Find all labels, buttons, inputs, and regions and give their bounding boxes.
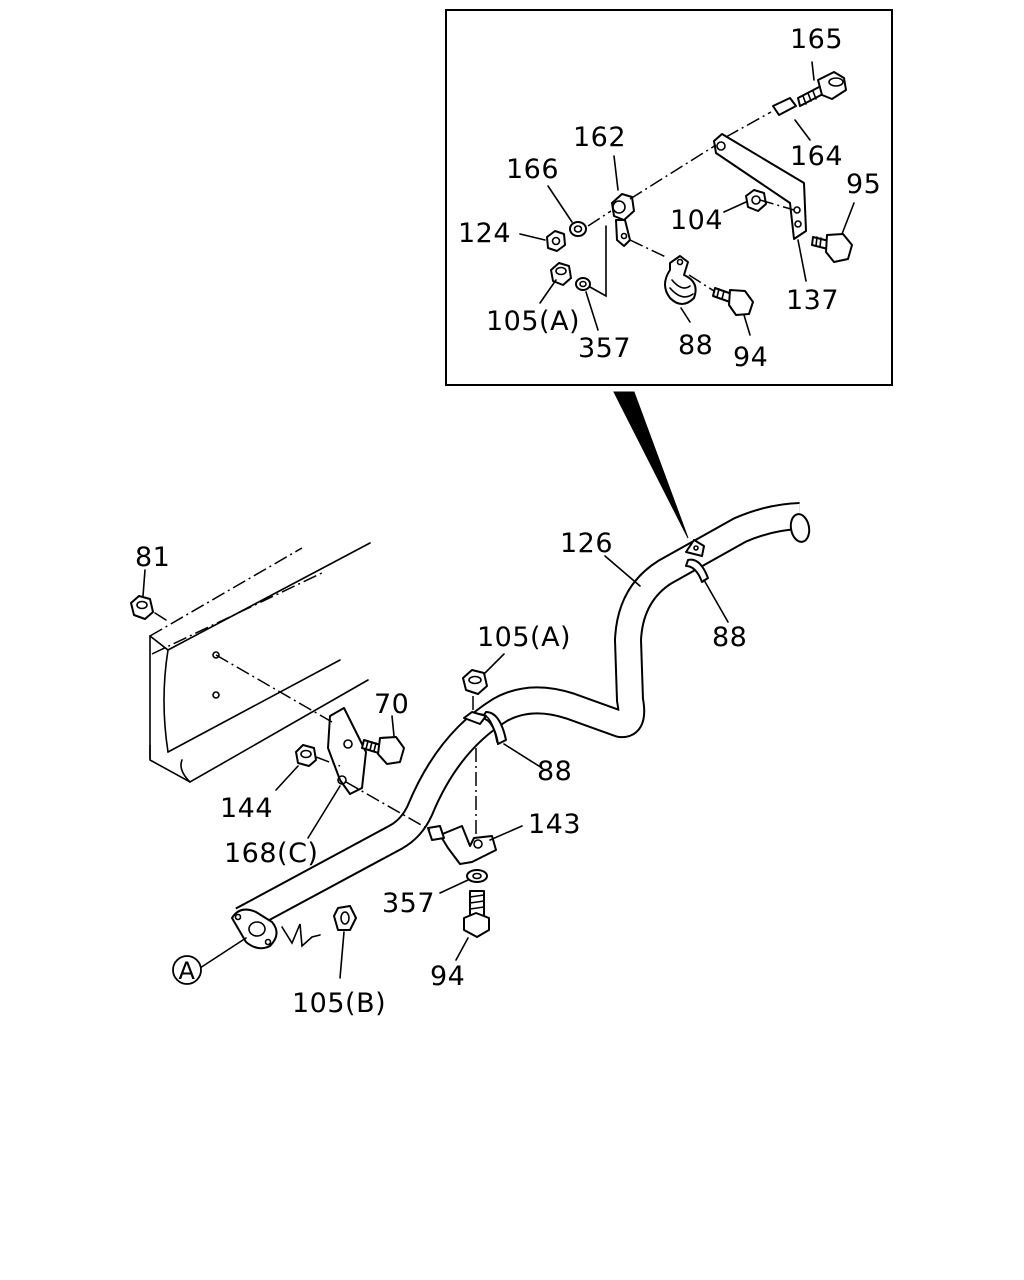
tailpipe-fill xyxy=(236,504,801,931)
washer-357-inset xyxy=(575,277,591,291)
assembly-line xyxy=(215,654,333,723)
bracket-hole xyxy=(716,141,726,151)
bolt-70 xyxy=(361,736,405,765)
bolt-94-inset xyxy=(712,287,754,316)
callout-88-inset: 88 xyxy=(678,330,713,361)
callout-105b: 105(B) xyxy=(292,988,386,1019)
reference-marker-a: A xyxy=(172,955,202,985)
nut-104 xyxy=(745,189,767,212)
frame-hole xyxy=(212,691,220,699)
nut-105b xyxy=(333,905,357,931)
callout-95: 95 xyxy=(846,169,881,200)
tailpipe-outlet xyxy=(789,513,811,543)
washer-166 xyxy=(569,221,587,237)
inset-assembly-line xyxy=(688,274,715,292)
inset-assembly-line xyxy=(587,210,612,227)
tailpipe-126 xyxy=(231,502,811,950)
bracket-hole xyxy=(794,220,802,228)
inset-assembly-line xyxy=(629,239,669,259)
inset-assembly-line xyxy=(629,144,717,200)
bolt-95 xyxy=(811,233,853,263)
callout-124: 124 xyxy=(458,218,511,249)
callout-168c: 168(C) xyxy=(224,838,318,869)
bolt-94 xyxy=(463,890,490,938)
spacer-164 xyxy=(772,97,797,116)
callout-357: 357 xyxy=(382,888,435,919)
inlet-flange xyxy=(231,908,278,950)
frame-rail xyxy=(149,542,371,783)
callout-88-mid: 88 xyxy=(537,756,572,787)
callout-144: 144 xyxy=(220,793,273,824)
frame-hole xyxy=(212,651,220,659)
bolt-165 xyxy=(797,71,847,107)
callout-166: 166 xyxy=(506,154,559,185)
inset-assembly-line xyxy=(725,111,772,138)
callout-94-inset: 94 xyxy=(733,342,768,373)
callout-162: 162 xyxy=(573,122,626,153)
callout-88-upper: 88 xyxy=(712,622,747,653)
callout-104: 104 xyxy=(670,205,723,236)
inset-frame xyxy=(445,9,893,386)
inset-assembly-line xyxy=(589,225,607,298)
nut-81 xyxy=(130,595,154,620)
callout-137: 137 xyxy=(786,285,839,316)
callout-70: 70 xyxy=(374,689,409,720)
inset-assembly-line xyxy=(759,199,795,211)
detail-inset: 165 164 162 166 95 104 124 137 105(A) 35… xyxy=(445,9,893,386)
nut-144 xyxy=(295,744,317,767)
clamp-88-mid xyxy=(463,711,507,745)
callout-126: 126 xyxy=(560,528,613,559)
nut-105a xyxy=(462,669,488,695)
assembly-line xyxy=(315,756,341,767)
callout-105a-inset: 105(A) xyxy=(486,306,580,337)
washer-357 xyxy=(466,869,488,883)
callout-165: 165 xyxy=(790,24,843,55)
callout-81: 81 xyxy=(135,542,170,573)
callout-164: 164 xyxy=(790,141,843,172)
bracket-168c xyxy=(327,707,367,795)
callout-105a: 105(A) xyxy=(477,622,571,653)
clamp-88-upper xyxy=(685,539,709,583)
bushing-162 xyxy=(611,193,635,247)
assembly-line xyxy=(345,781,431,831)
reference-a-label: A xyxy=(179,957,196,985)
hanger-bracket-143 xyxy=(427,825,497,865)
callout-357-inset: 357 xyxy=(578,333,631,364)
callout-143: 143 xyxy=(528,809,581,840)
hanger-bracket-137 xyxy=(713,133,807,240)
nut-124 xyxy=(546,230,566,252)
clamp-88-inset xyxy=(664,255,697,305)
detail-pointer xyxy=(613,391,689,539)
callout-94: 94 xyxy=(430,961,465,992)
